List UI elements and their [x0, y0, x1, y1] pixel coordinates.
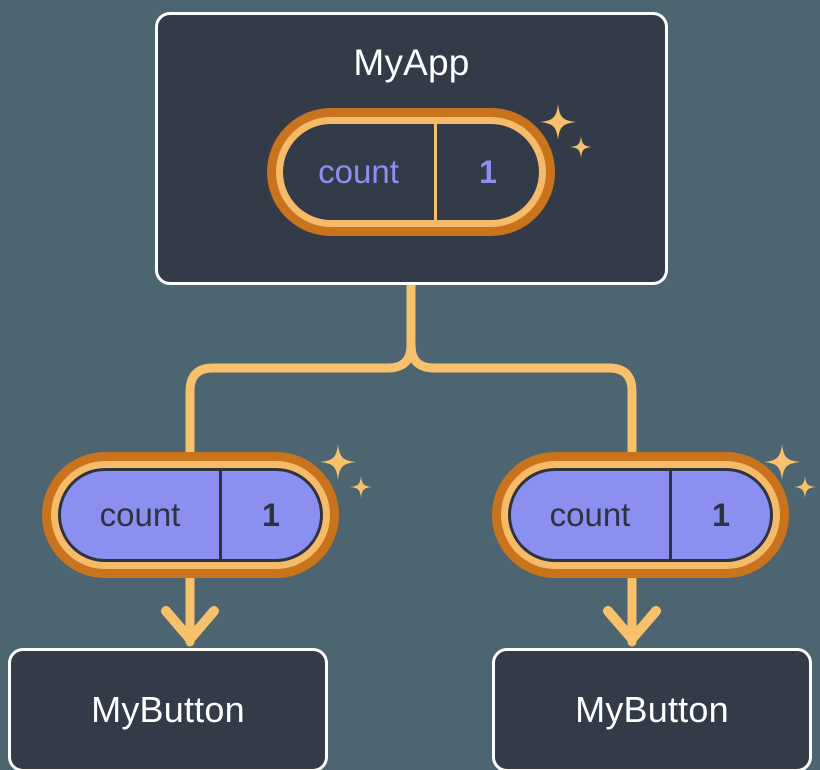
arrow-head-right-icon [603, 606, 661, 644]
component-card-mybutton-left[interactable]: MyButton [8, 648, 328, 770]
state-pill-left[interactable]: count 1 [42, 452, 339, 578]
state-pill-body: count 1 [42, 452, 339, 578]
state-pill-right[interactable]: count 1 [492, 452, 789, 578]
connector-root-split-right [406, 340, 637, 457]
state-key-label: count [99, 496, 181, 533]
state-pill-inner: count 1 [283, 124, 539, 220]
state-pill-body: count 1 [492, 452, 789, 578]
state-pill-inner: count 1 [58, 468, 323, 562]
component-title-mybutton: MyButton [575, 689, 729, 730]
state-value-label: 1 [218, 471, 320, 559]
state-value-label: 1 [434, 124, 539, 220]
sparkle-small-icon [794, 476, 816, 498]
component-title-myapp: MyApp [353, 42, 470, 83]
arrow-head-left-icon [161, 606, 219, 644]
component-card-mybutton-right[interactable]: MyButton [492, 648, 812, 770]
state-pill-body: count 1 [267, 108, 555, 236]
connector-root-split [185, 280, 416, 457]
state-pill-inner: count 1 [508, 468, 773, 562]
state-pill-myapp[interactable]: count 1 [267, 108, 555, 236]
sparkle-small-icon [350, 476, 372, 498]
state-key-label: count [318, 153, 399, 190]
state-key-label: count [549, 496, 631, 533]
state-value-label: 1 [668, 471, 770, 559]
component-title-mybutton: MyButton [91, 689, 245, 730]
